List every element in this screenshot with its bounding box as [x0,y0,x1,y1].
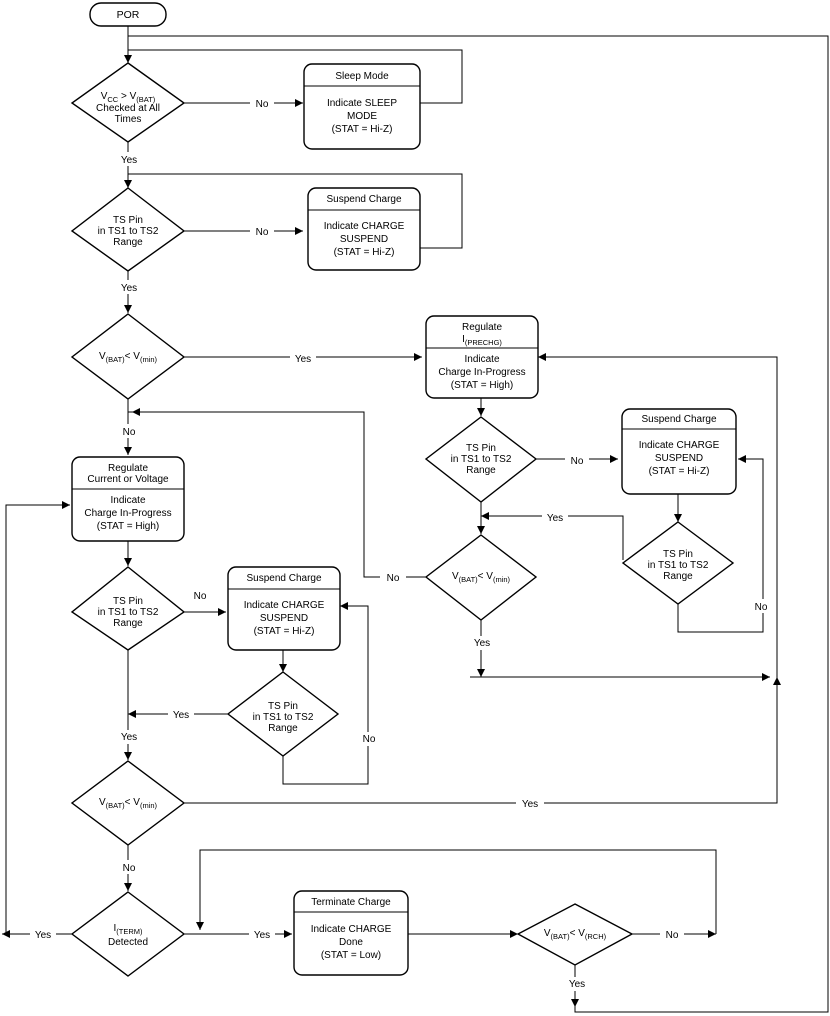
branch-labels: No Yes No Yes Yes No No Yes No No Yes No… [30,95,772,991]
no-label-ts1: No [256,227,269,238]
suspend-3-title: Suspend Charge [641,414,716,425]
yes-label-iterm-left: Yes [35,930,51,941]
ts-pin-5-line2: in TS1 to TS2 [253,712,314,723]
por-terminal [89,2,167,27]
vbat-min-diamond-3 [424,534,538,621]
sleep-line2: MODE [347,111,377,122]
yes-label-vmin3: Yes [474,638,490,649]
yes-label-vmin1: Yes [295,354,311,365]
yes-label-ts1: Yes [121,283,137,294]
suspend-1-line2: SUSPEND [340,234,388,245]
precharge-line3: (STAT = High) [451,380,514,391]
sleep-line3: (STAT = Hi-Z) [332,124,393,135]
precharge-line2: Charge In-Progress [438,367,525,378]
vbat-min-diamond-1 [70,313,186,400]
ts-pin-3-line1: TS Pin [466,443,496,454]
precharge-title2: I(PRECHG) [462,334,502,347]
suspend-1-title: Suspend Charge [326,194,401,205]
vcc-check-line3: Times [115,114,142,125]
vbat-min-2-label: V(BAT)< V(min) [99,797,158,810]
suspend-charge-box-1 [307,187,421,271]
regulate-box [71,456,185,542]
iterm-diamond [70,891,186,977]
ts-pin-4-line1: TS Pin [663,549,693,560]
ts-pin-diamond-3 [424,416,538,503]
no-label-ts2: No [194,591,207,602]
precharge-line1: Indicate [464,354,499,365]
suspend-2-line2: SUSPEND [260,613,308,624]
suspend-2-line1: Indicate CHARGE [244,600,325,611]
suspend-1-line3: (STAT = Hi-Z) [334,247,395,258]
regulate-line2: Charge In-Progress [84,508,171,519]
yes-label-vcc: Yes [121,155,137,166]
vbat-min-3-label: V(BAT)< V(min) [452,571,511,584]
ts-pin-3-line3: Range [466,465,496,476]
terminate-title: Terminate Charge [311,897,391,908]
suspend-3-line3: (STAT = Hi-Z) [649,466,710,477]
ts-pin-5-line3: Range [268,723,298,734]
regulate-title2: Current or Voltage [87,474,169,485]
ts-pin-2-line1: TS Pin [113,596,143,607]
vcc-check-line2: Checked at All [96,103,160,114]
yes-label-ts5: Yes [173,710,189,721]
ts-pin-5-line1: TS Pin [268,701,298,712]
sleep-mode-box [303,63,421,150]
suspend-charge-box-2 [227,566,341,651]
yes-label-rch: Yes [569,979,585,990]
yes-label-ts2: Yes [121,732,137,743]
ts-pin-diamond-4 [621,521,735,605]
yes-label-iterm-right: Yes [254,930,270,941]
suspend-3-line1: Indicate CHARGE [639,440,720,451]
vbat-rch-label: V(BAT)< V(RCH) [544,928,607,941]
suspend-2-title: Suspend Charge [246,573,321,584]
no-label-rch: No [666,930,679,941]
no-label-ts3: No [571,456,584,467]
precharge-title1: Regulate [462,322,502,333]
no-label-ts5: No [363,734,376,745]
iterm-line1: I(TERM) [113,923,143,936]
ts-pin-1-line2: in TS1 to TS2 [98,226,159,237]
regulate-line1: Indicate [110,495,145,506]
terminate-line1: Indicate CHARGE [311,924,392,935]
no-label-sleep: No [256,99,269,110]
vbat-rch-diamond [516,903,634,966]
yes-label-vmin2: Yes [522,799,538,810]
suspend-3-line2: SUSPEND [655,453,703,464]
ts-pin-2-line3: Range [113,618,143,629]
ts-pin-1-line1: TS Pin [113,215,143,226]
no-label-vmin3: No [387,573,400,584]
regulate-title1: Regulate [108,463,148,474]
suspend-charge-box-3 [621,408,737,495]
regulate-line3: (STAT = High) [97,521,160,532]
ts-pin-2-line2: in TS1 to TS2 [98,607,159,618]
sleep-line1: Indicate SLEEP [327,98,397,109]
no-label-vmin2: No [123,863,136,874]
precharge-box [425,315,539,399]
sleep-title: Sleep Mode [335,71,389,82]
ts-pin-1-line3: Range [113,237,143,248]
ts-pin-diamond-2 [70,566,186,651]
ts-pin-4-line2: in TS1 to TS2 [648,560,709,571]
suspend-1-line1: Indicate CHARGE [324,221,405,232]
vbat-min-diamond-2 [70,760,186,846]
terminate-line3: (STAT = Low) [321,950,381,961]
vcc-check-diamond [70,62,186,143]
vbat-min-1-label: V(BAT)< V(min) [99,351,158,364]
por-label: POR [117,9,140,21]
suspend-2-line3: (STAT = Hi-Z) [254,626,315,637]
iterm-line2: Detected [108,937,148,948]
ts-pin-diamond-1 [70,187,186,272]
yes-label-ts4: Yes [547,513,563,524]
ts-pin-4-line3: Range [663,571,693,582]
terminate-line2: Done [339,937,363,948]
no-label-vmin1: No [123,427,136,438]
vcc-check-line1: VCC > V(BAT) [101,91,156,104]
ts-pin-3-line2: in TS1 to TS2 [451,454,512,465]
no-label-ts4: No [755,602,768,613]
ts-pin-diamond-5 [226,671,340,757]
